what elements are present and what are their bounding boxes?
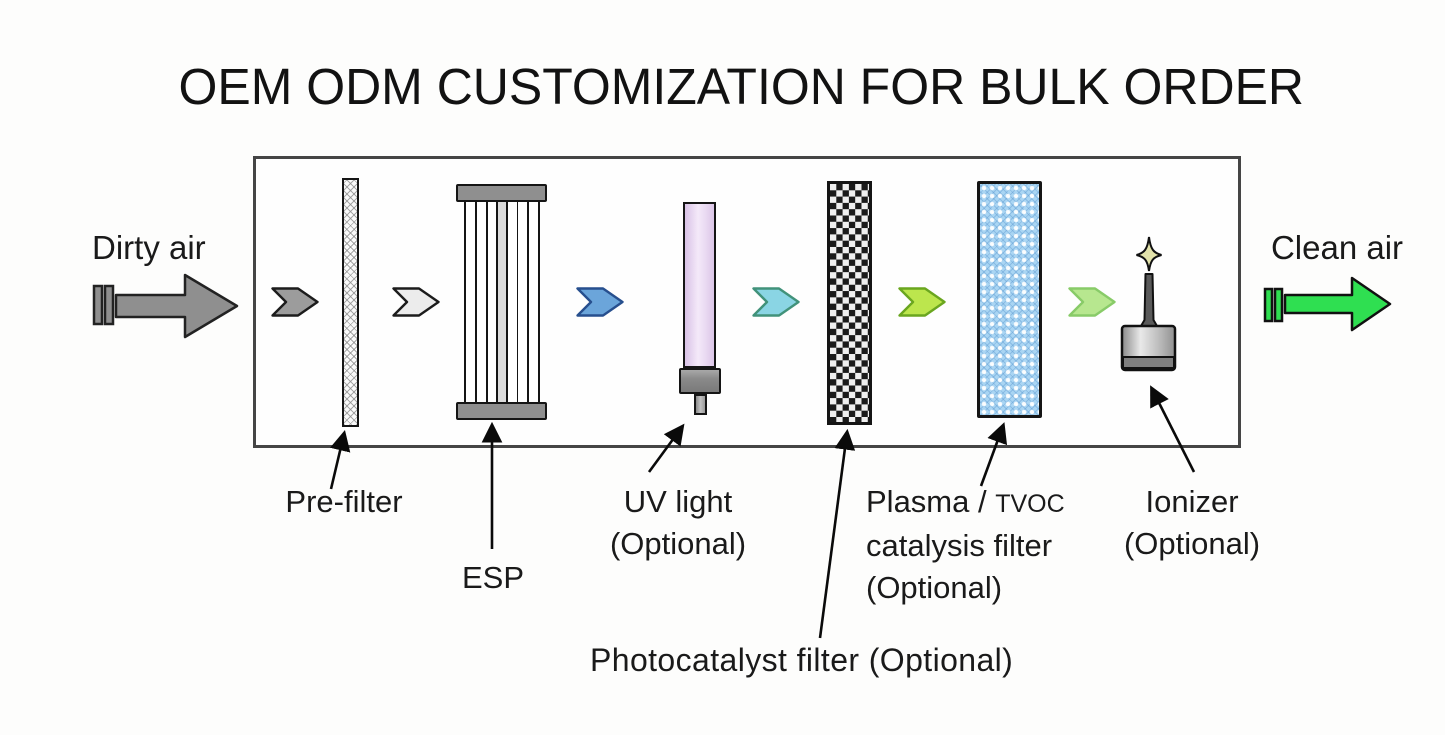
ionizer-label: Ionizer (Optional)	[1123, 484, 1261, 561]
dirty-air-label: Dirty air	[92, 229, 206, 266]
clean-air-label: Clean air	[1270, 229, 1404, 266]
stage-arrow-5	[898, 287, 946, 317]
pointer-ionizer	[1150, 385, 1196, 473]
plasma-label: Plasma / TVOC catalysis filter (Optional…	[866, 484, 1065, 605]
plasma-tvoc-filter-component	[977, 181, 1042, 418]
photocatalyst-label: Photocatalyst filter (Optional)	[590, 642, 1014, 678]
stage-arrow-4	[752, 287, 800, 317]
clean-air-arrow-icon	[1263, 276, 1392, 332]
stage-arrow-2	[392, 287, 440, 317]
pointer-uv	[647, 423, 685, 473]
pointer-pre-filter	[329, 429, 351, 490]
stage-arrow-3	[576, 287, 624, 317]
esp-label: ESP	[461, 560, 525, 595]
uv-lamp-stem	[694, 394, 707, 415]
pointer-plasma	[979, 422, 1008, 487]
uv-lamp-base	[679, 368, 721, 394]
page-title: OEM ODM CUSTOMIZATION FOR BULK ORDER	[178, 58, 1305, 115]
uv-light-label: UV light (Optional)	[609, 484, 747, 561]
pre-filter-label: Pre-filter	[285, 484, 403, 519]
spark-icon	[1136, 236, 1162, 272]
pointer-photo	[818, 428, 856, 639]
stage-arrow-6	[1068, 287, 1116, 317]
photocatalyst-filter-component	[827, 181, 872, 425]
stage-arrow-1	[271, 287, 319, 317]
esp-component	[464, 200, 540, 404]
uv-lamp-tube	[683, 202, 716, 368]
esp-bottom-cap	[456, 402, 547, 420]
dirty-air-arrow-icon	[92, 273, 239, 339]
ionizer-component	[1120, 236, 1177, 372]
pre-filter-component	[342, 178, 359, 427]
esp-center-band	[496, 202, 508, 402]
